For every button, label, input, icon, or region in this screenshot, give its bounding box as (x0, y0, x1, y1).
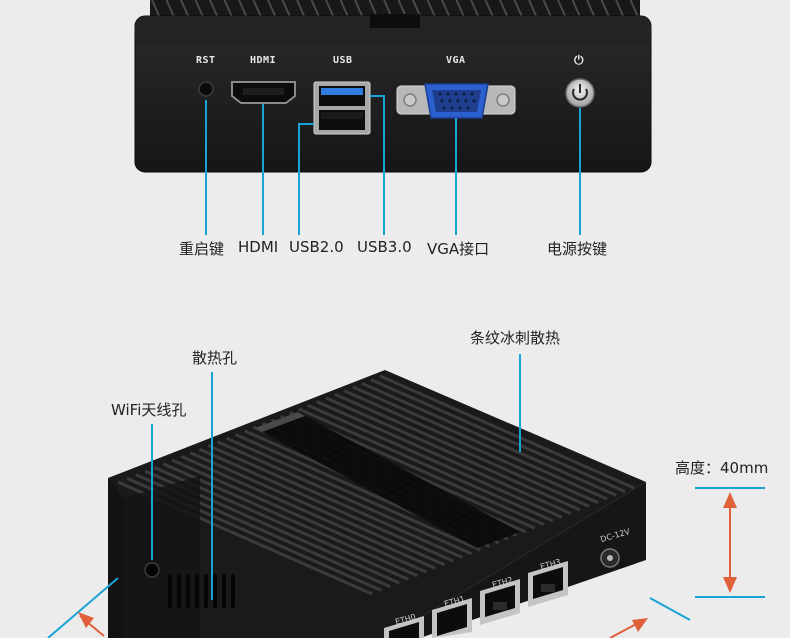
callout-wifi-antenna-hole: WiFi天线孔 (111, 401, 187, 419)
callout-vga-port: VGA接口 (427, 240, 490, 258)
callout-usb3: USB3.0 (357, 238, 412, 256)
usb-port-stack[interactable] (313, 81, 371, 135)
front-callout-lines (205, 95, 581, 235)
ethernet-port-eth2[interactable] (480, 579, 520, 625)
side-left-face (108, 478, 124, 638)
callout-power-button: 电源按键 (547, 240, 608, 258)
usb-port-label: USB (333, 55, 353, 66)
ethernet-port-eth0[interactable] (384, 616, 424, 638)
rst-port-label: RST (196, 55, 216, 66)
power-symbol-label: ⏻ (574, 53, 584, 67)
vga-pins (438, 92, 476, 110)
side-callout-lines (47, 354, 765, 638)
callout-usb2: USB2.0 (289, 238, 344, 256)
callout-hdmi: HDMI (238, 238, 279, 256)
reset-button-hole[interactable] (198, 81, 214, 97)
width-dimension-arrow (78, 612, 105, 637)
vga-port-label: VGA (446, 55, 466, 66)
ethernet-port-eth1[interactable] (432, 598, 472, 638)
callout-reset-key: 重启键 (179, 240, 225, 258)
callout-height: 高度：40mm (675, 459, 769, 477)
hdmi-port-label: HDMI (250, 55, 277, 66)
callout-vent-holes: 散热孔 (192, 349, 238, 367)
callout-fin-heatsink: 条纹冰刺散热 (470, 329, 561, 347)
dc-power-jack[interactable] (600, 548, 620, 568)
power-button[interactable] (565, 78, 595, 108)
vga-port[interactable] (396, 83, 516, 119)
hdmi-port[interactable] (231, 81, 296, 104)
height-dimension-arrow (723, 492, 737, 593)
vent-slots (168, 574, 235, 608)
depth-dimension-arrow (609, 618, 648, 638)
ethernet-port-eth3[interactable] (528, 561, 568, 607)
side-front-face (386, 482, 646, 638)
wifi-antenna-hole (144, 562, 160, 578)
